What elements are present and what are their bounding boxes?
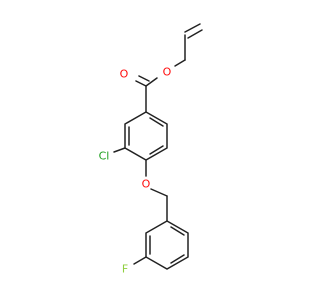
bond-ether-oxygen-to-ch2 bbox=[150, 188, 168, 197]
molecule-diagram: O O O Cl F bbox=[99, 23, 203, 276]
fluorophenyl-ring-inner-bond-2 bbox=[170, 254, 185, 264]
fluorophenyl-ring-inner-bond-1 bbox=[170, 226, 185, 236]
bond-carbonyl-double-a bbox=[135, 80, 147, 87]
bond-ester-oxygen-carbonyl-carbon bbox=[145, 77, 158, 87]
fluorophenyl-ring bbox=[145, 220, 189, 270]
bond-ch2-ester-oxygen bbox=[174, 59, 186, 67]
atom-label-fluorine: F bbox=[122, 263, 128, 276]
atom-label-carbonyl-oxygen: O bbox=[120, 68, 129, 81]
atom-label-ester-oxygen: O bbox=[163, 66, 172, 79]
bond-ring-to-fluorine bbox=[133, 256, 147, 265]
bond-carbonyl-double-b bbox=[138, 75, 150, 82]
benzoate-ring bbox=[124, 111, 168, 161]
benzoate-ring-inner-bond-2 bbox=[149, 145, 164, 155]
atom-label-ether-oxygen: O bbox=[142, 178, 151, 191]
bond-ring-to-chlorine bbox=[113, 147, 126, 153]
molecule-structure-canvas: O O O Cl F bbox=[99, 23, 203, 276]
atom-label-chlorine: Cl bbox=[99, 150, 110, 163]
benzoate-ring-inner-bond-1 bbox=[149, 117, 164, 127]
bond-allyl-double-b bbox=[187, 29, 203, 39]
bond-allyl-double-a bbox=[184, 23, 201, 33]
